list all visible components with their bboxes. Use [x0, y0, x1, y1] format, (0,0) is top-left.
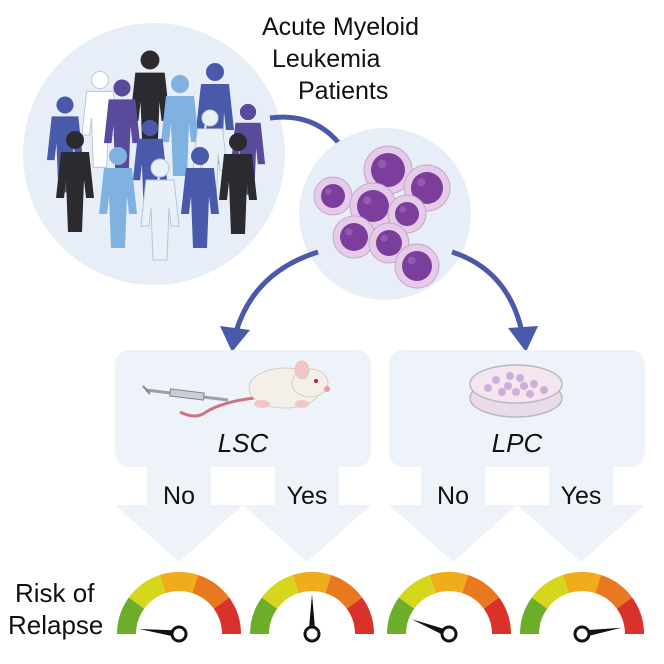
gauge-segment	[520, 597, 548, 634]
leukemia-cell	[332, 215, 376, 259]
leukemia-cells-group	[299, 128, 471, 300]
arrow-lpc-yes	[517, 467, 645, 562]
arrow-head-lpc	[508, 326, 538, 352]
gauge-segment	[117, 597, 145, 634]
decision-arrows	[115, 467, 645, 562]
patient-silhouette	[219, 133, 257, 234]
arrow-to-lpc	[451, 249, 525, 333]
gauge-needle	[308, 594, 316, 634]
gauge-segment	[429, 572, 469, 594]
gauge-segment	[261, 575, 299, 609]
risk-gauge	[520, 572, 644, 643]
lpc-no-label: No	[437, 482, 469, 510]
arrow-head-lsc	[220, 326, 250, 352]
leukemia-cell	[313, 176, 353, 216]
gauge-segment	[531, 575, 569, 609]
risk-label-line-1: Risk of	[15, 578, 95, 608]
gauge-segment	[325, 575, 363, 609]
arrow-lsc-no	[115, 467, 243, 562]
petri-dish-icon	[469, 364, 563, 418]
lsc-label: LSC	[217, 428, 269, 458]
patient-silhouette	[130, 50, 170, 157]
gauge-segment	[128, 575, 166, 609]
title-line-1: Acute Myeloid	[262, 13, 420, 41]
lsc-yes-label: Yes	[286, 482, 328, 510]
leukemia-cells	[313, 145, 451, 289]
patient-silhouette	[140, 158, 180, 261]
patient-silhouette	[181, 147, 219, 248]
gauge-needle	[139, 628, 180, 638]
patient-silhouette	[103, 79, 141, 176]
arrow-to-lsc	[233, 249, 319, 333]
gauge-segment	[213, 597, 241, 634]
gauge-segment	[250, 597, 278, 634]
lpc-label: LPC	[491, 428, 543, 458]
gauge-segment	[192, 575, 230, 609]
gauge-segment	[562, 572, 602, 594]
gauge-segment	[462, 575, 500, 609]
patient-silhouette	[99, 147, 137, 248]
patients-group	[23, 23, 285, 285]
risk-gauge	[387, 572, 511, 643]
gauge-segment	[292, 572, 332, 594]
gauge-hub	[440, 625, 458, 643]
risk-gauge	[117, 572, 241, 643]
title-line-3: Patients	[298, 77, 389, 105]
title-line-2: Leukemia	[272, 45, 381, 73]
leukemia-cell	[387, 194, 427, 234]
arrow-lpc-no	[389, 467, 517, 562]
gauge-segment	[398, 575, 436, 609]
gauge-segment	[595, 575, 633, 609]
gauge-segment	[483, 597, 511, 634]
risk-gauge	[250, 572, 374, 643]
gauge-needle	[581, 627, 622, 638]
mouse-icon	[142, 360, 330, 418]
leukemia-cell	[363, 145, 413, 195]
patient-silhouette	[132, 119, 168, 211]
patient-silhouette	[161, 75, 199, 176]
risk-label-line-2: Relapse	[8, 610, 104, 640]
patient-silhouettes	[46, 50, 266, 261]
leukemia-cell	[394, 243, 440, 289]
lpc-yes-label: Yes	[560, 482, 602, 510]
gauge-segment	[346, 597, 374, 634]
lsc-no-label: No	[163, 482, 195, 510]
gauge-segment	[616, 597, 644, 634]
gauge-segment	[387, 597, 415, 634]
arrow-lsc-yes	[243, 467, 371, 562]
gauge-hub	[303, 625, 321, 643]
risk-gauges	[117, 572, 644, 643]
gauge-hub	[170, 625, 188, 643]
patient-silhouette	[56, 131, 94, 232]
gauge-hub	[573, 625, 591, 643]
gauge-segment	[159, 572, 199, 594]
